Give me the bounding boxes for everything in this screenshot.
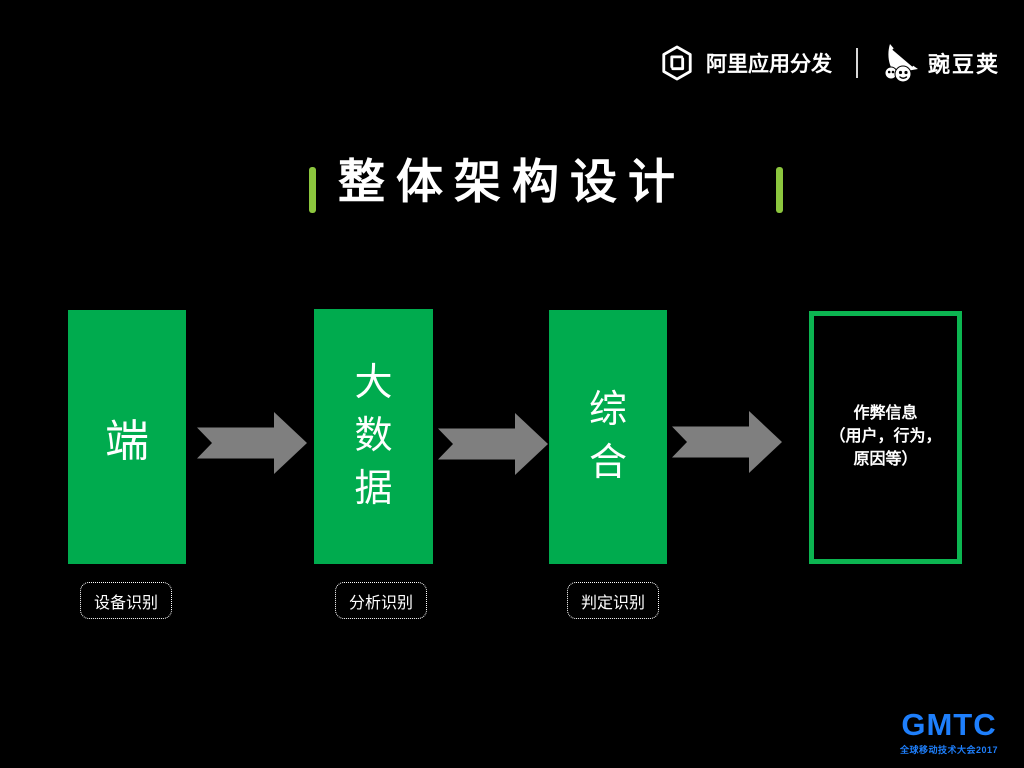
gmtc-logo: GMTC 全球移动技术大会2017 [899, 707, 998, 756]
sublabel-judgment-recognition: 判定识别 [567, 582, 660, 619]
logo-divider [856, 48, 858, 78]
right-arrow-icon [197, 412, 307, 474]
flow-node-bigdata-label: 大 数 据 [354, 361, 393, 511]
ali-app-distribution-icon [660, 44, 694, 82]
gmtc-tagline: 全球移动技术大会2017 [899, 745, 998, 755]
right-arrow-icon [438, 413, 548, 475]
title-accent-bar-left [309, 167, 316, 213]
flow-node-cheat-info: 作弊信息 （用户，行为， 原因等） [809, 311, 962, 564]
gmtc-wordmark: GMTC [901, 707, 997, 742]
header-logos: 阿里应用分发 豌豆荚 [660, 38, 1000, 88]
flow-node-comprehensive: 综 合 [549, 310, 667, 564]
flow-node-cheat-info-label: 作弊信息 （用户，行为， 原因等） [829, 405, 942, 468]
flow-node-bigdata: 大 数 据 [314, 309, 433, 564]
sublabel-device-recognition: 设备识别 [80, 582, 173, 619]
wandoujia-label: 豌豆荚 [928, 52, 1001, 77]
sublabel-analysis-recognition: 分析识别 [335, 582, 428, 619]
flow-node-client-label: 端 [105, 417, 149, 466]
ali-app-distribution-label: 阿里应用分发 [706, 53, 832, 76]
flow-node-comprehensive-label: 综 合 [588, 388, 627, 484]
wandoujia-pea-pod-icon [882, 42, 920, 84]
title-accent-bar-right [776, 167, 783, 213]
right-arrow-icon [672, 411, 782, 473]
flow-node-client: 端 [68, 310, 186, 564]
page-title: 整体架构设计 [338, 155, 686, 208]
